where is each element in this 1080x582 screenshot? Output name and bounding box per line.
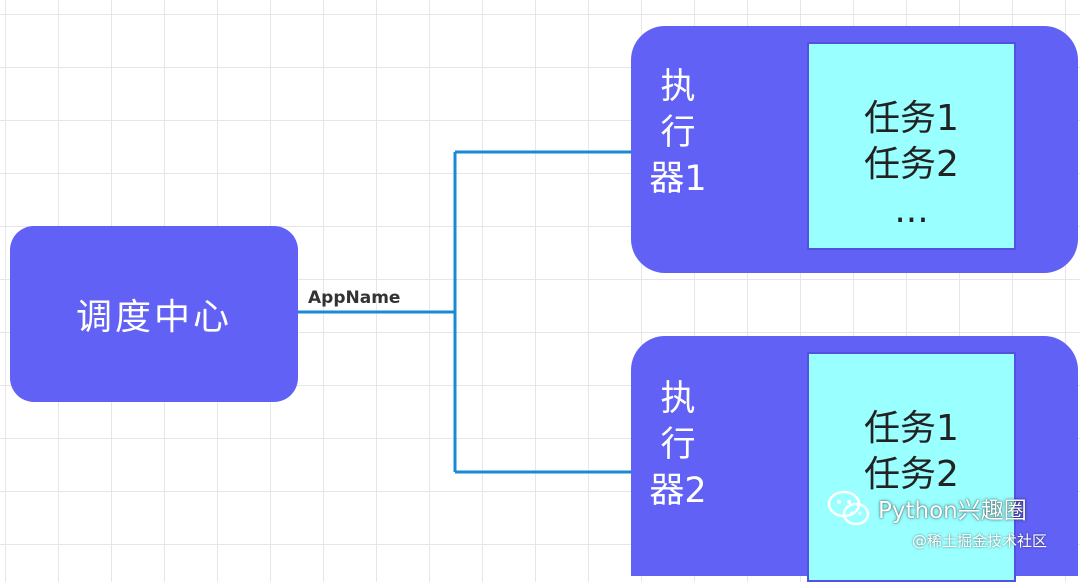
task-item: 任务2 [864,144,959,185]
connector-lines [283,150,633,474]
watermark: Python兴趣圈 [826,488,1027,528]
executor-title: 执行器2 [649,379,707,511]
scheduler-center-label: 调度中心 [75,297,232,338]
watermark-text: Python兴趣圈 [878,498,1027,524]
task-item: 任务1 [864,98,959,139]
executor-title: 执行器1 [649,67,707,199]
scheduler-center-node: 调度中心 [10,226,298,402]
connector-label: AppName [308,288,401,308]
task-list-box: 任务1 任务2 [807,352,1016,582]
executor-node-1: 执行器1 任务1 任务2 ... [631,26,1078,273]
watermark-secondary: @稀土掘金技术社区 [912,532,1048,550]
task-item-ellipsis: ... [894,190,929,231]
executor-node-2: 执行器2 任务1 任务2 [631,336,1078,582]
wechat-icon [827,490,870,526]
task-list-box: 任务1 任务2 ... [807,42,1016,250]
task-item: 任务1 [864,408,959,449]
task-item: 任务2 [864,454,959,495]
